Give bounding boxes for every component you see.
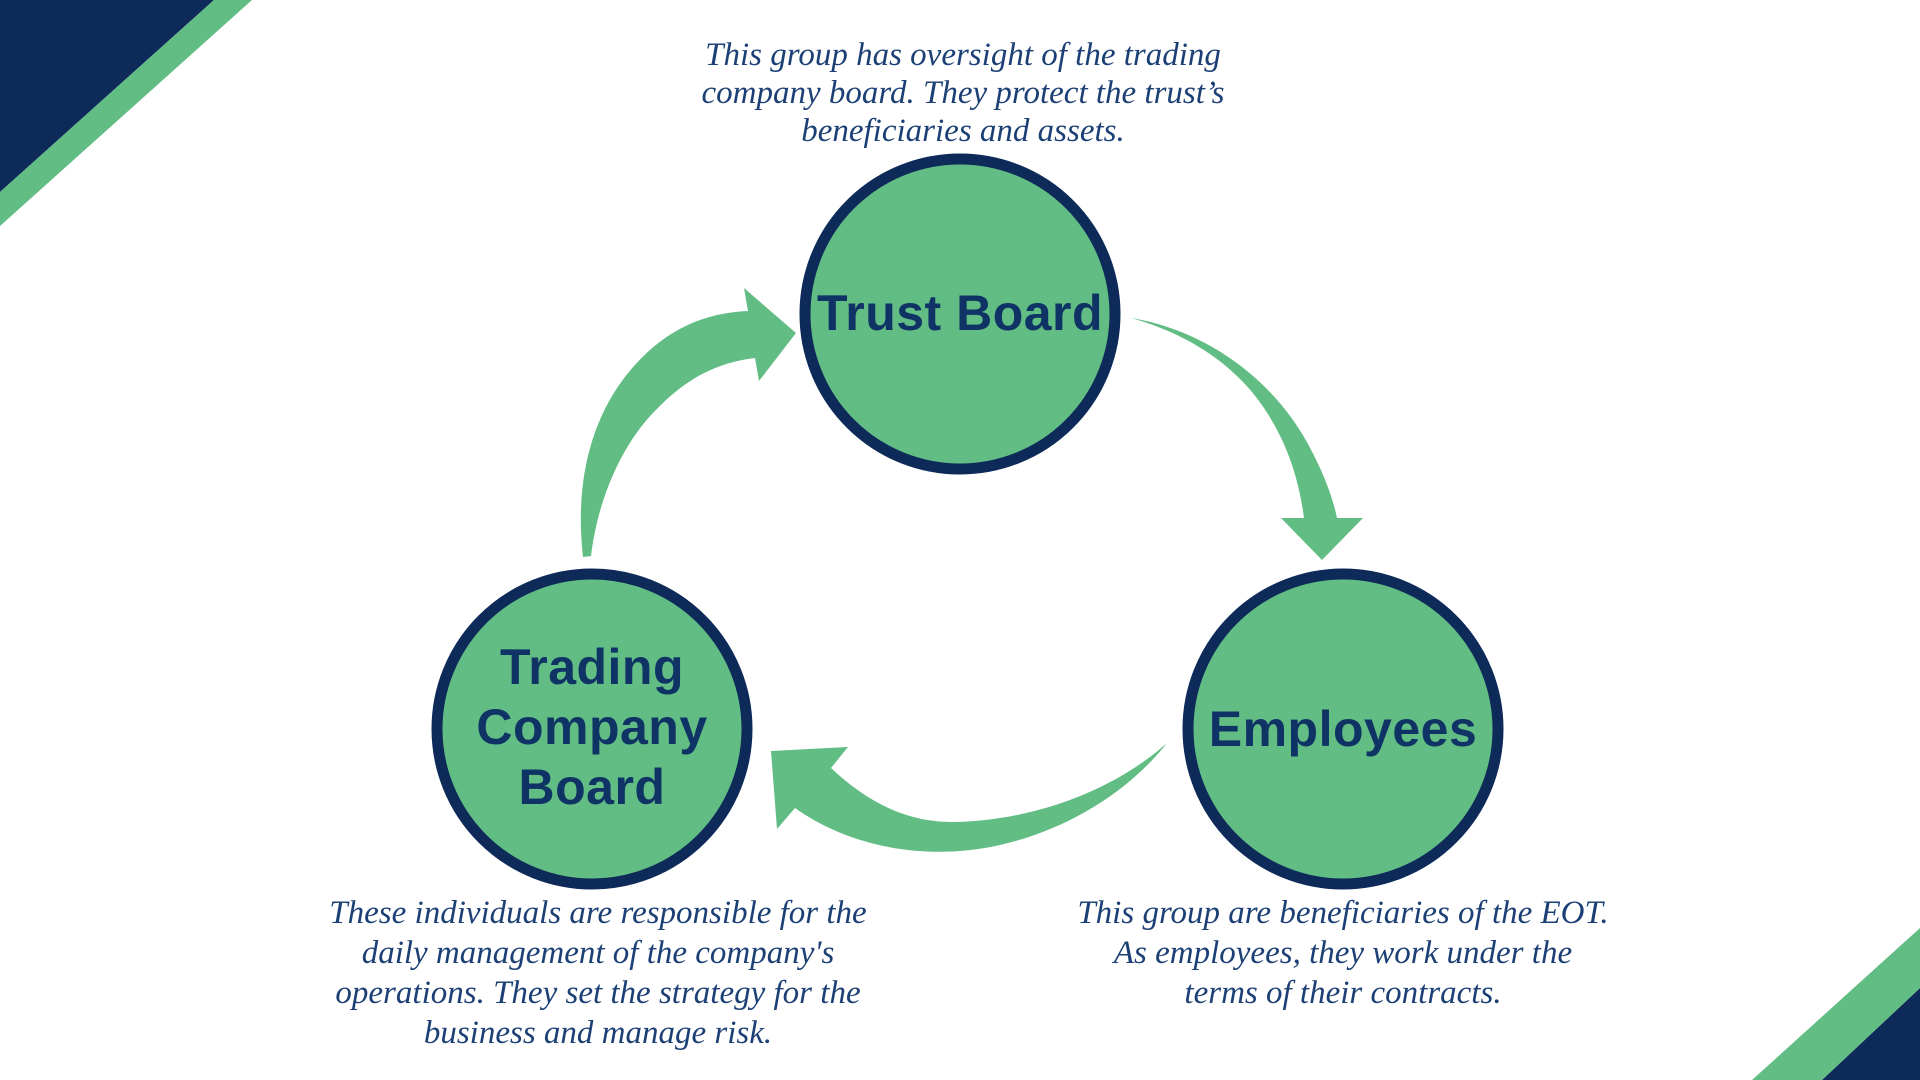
node-label-trust-board: Trust Board [816, 285, 1104, 341]
node-circle-trust-board [799, 153, 1121, 475]
node-label-employees: Employees [1208, 701, 1478, 757]
corner-accent-top-left-green [0, 0, 252, 226]
note-employees: This group are beneficiaries of the EOT.… [1077, 895, 1609, 1011]
node-circle-employees [1182, 568, 1504, 890]
note-trust-board: This group has oversight of the trading … [701, 37, 1225, 149]
node-circle-trading-company-board [431, 568, 753, 890]
arrow-employees-to-trading [771, 743, 1167, 852]
corner-accent-bottom-right-green [1752, 928, 1920, 1080]
arrow-trust-to-employees [1131, 318, 1363, 560]
arrow-trading-to-trust [580, 288, 796, 557]
note-trading-company-board: These individuals are responsible for th… [329, 895, 867, 1051]
node-label-trading-company-board: Trading Company Board [476, 639, 708, 815]
